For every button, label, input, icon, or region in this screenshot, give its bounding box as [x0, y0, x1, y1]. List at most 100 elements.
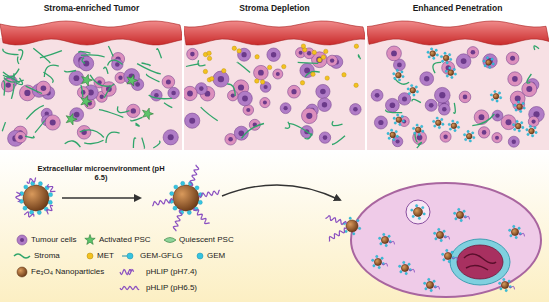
tumour-cell — [392, 136, 402, 146]
gem-drug — [521, 122, 523, 124]
gem-drug — [451, 76, 453, 78]
tumour-cell — [238, 91, 253, 106]
cell-nucleus — [461, 58, 467, 64]
stroma-fiber — [146, 74, 159, 82]
stroma-fiber — [79, 51, 91, 53]
stroma-fiber — [433, 62, 441, 73]
gem-drug — [357, 219, 359, 221]
met-drug — [354, 44, 358, 48]
phlip-helix — [409, 269, 415, 272]
gem-drug — [489, 66, 491, 68]
uptake-arrow — [222, 185, 340, 200]
cell-nucleus — [231, 94, 235, 98]
cell-nucleus — [482, 130, 487, 135]
cell-nucleus — [479, 114, 485, 120]
gem-drug — [499, 97, 501, 99]
gem-drug — [181, 181, 185, 185]
gem-drug — [393, 138, 395, 140]
gem-drug — [494, 90, 496, 92]
cell-nucleus — [463, 95, 468, 100]
cell-nucleus — [402, 96, 407, 101]
nucleus — [457, 245, 503, 279]
cell-nucleus — [131, 108, 136, 113]
cell-nucleus — [471, 50, 476, 55]
tumour-cell-icon — [17, 235, 27, 245]
blood-vessel — [183, 21, 366, 45]
stroma-fiber — [133, 138, 136, 148]
gem-drug — [49, 193, 53, 197]
panel: Enhanced Penetration — [366, 0, 549, 22]
legend-item: Quiescent PSC — [179, 235, 234, 245]
stroma-fiber — [117, 106, 129, 112]
stroma-fiber — [242, 124, 265, 139]
gem-drug — [408, 92, 410, 94]
stroma-fiber — [3, 81, 5, 96]
cell-nucleus — [263, 101, 267, 105]
phlip-helix — [190, 165, 199, 186]
gem-drug — [486, 57, 488, 59]
fe3o4-nanoparticle — [430, 51, 436, 57]
gem-drug — [517, 101, 519, 103]
cell-nucleus — [330, 58, 334, 62]
tumour-cell — [254, 65, 269, 80]
cell-nucleus — [276, 72, 280, 76]
gem-drug — [408, 263, 410, 265]
tumour-cell — [483, 54, 497, 68]
gem-drug — [396, 135, 398, 137]
met-drug — [207, 56, 211, 60]
phlip-helix — [27, 178, 36, 184]
cell-nucleus — [118, 76, 122, 80]
fe3o4-nanoparticle — [436, 231, 443, 238]
tumour-cell — [45, 115, 60, 130]
gem-drug — [385, 244, 387, 246]
phlip-helix — [509, 286, 515, 289]
tumour-cell — [492, 133, 502, 143]
gem-drug — [449, 128, 451, 130]
gem-drug — [428, 278, 430, 280]
legend-item: Activated PSC — [99, 235, 151, 245]
tumour-cell — [185, 113, 200, 128]
cell-nucleus — [375, 93, 380, 98]
phlip-helix — [194, 208, 210, 224]
gem-drug — [401, 115, 403, 117]
gem-drug — [372, 259, 374, 261]
tumour-cell — [168, 87, 179, 98]
stroma-fiber — [44, 65, 59, 77]
cell-nucleus — [307, 51, 311, 55]
tumour-cell — [522, 82, 537, 97]
cell-nucleus — [168, 134, 174, 140]
fe3o4-nanoparticle — [443, 55, 449, 61]
cell-nucleus — [424, 76, 429, 81]
cell-nucleus — [115, 62, 120, 67]
gem-drug — [496, 100, 498, 102]
cell-nucleus — [242, 96, 248, 102]
gem-drug — [412, 127, 414, 129]
gem-drug — [483, 60, 485, 62]
cell-nucleus — [512, 140, 516, 144]
panel-heading: Stroma Depletion — [183, 0, 366, 14]
fe3o4-nanoparticle — [346, 220, 358, 232]
gem-drug — [514, 104, 516, 106]
gem-drug — [457, 126, 459, 128]
annotation: Extracellular microenvironment (pH 6.5) — [35, 164, 167, 182]
tumour-cell — [79, 56, 94, 71]
gem-drug — [402, 75, 404, 77]
gem-drug — [427, 51, 429, 53]
gem-drug — [535, 131, 537, 133]
phlip-helix — [16, 192, 21, 202]
cell-nucleus — [391, 51, 397, 57]
gem-drug — [415, 86, 417, 88]
phlip-helix — [152, 199, 173, 206]
cell-nucleus — [443, 135, 447, 139]
stroma-fiber — [358, 55, 360, 59]
phlip-helix — [464, 216, 470, 219]
tumour-cell — [528, 116, 539, 127]
gem-drug — [508, 280, 510, 282]
tumour-cell — [508, 136, 519, 147]
met-drug — [207, 51, 211, 55]
cell-nucleus — [258, 70, 264, 76]
stroma-fiber — [26, 105, 44, 119]
cell-nucleus — [100, 95, 104, 99]
gem-drug — [443, 259, 445, 261]
